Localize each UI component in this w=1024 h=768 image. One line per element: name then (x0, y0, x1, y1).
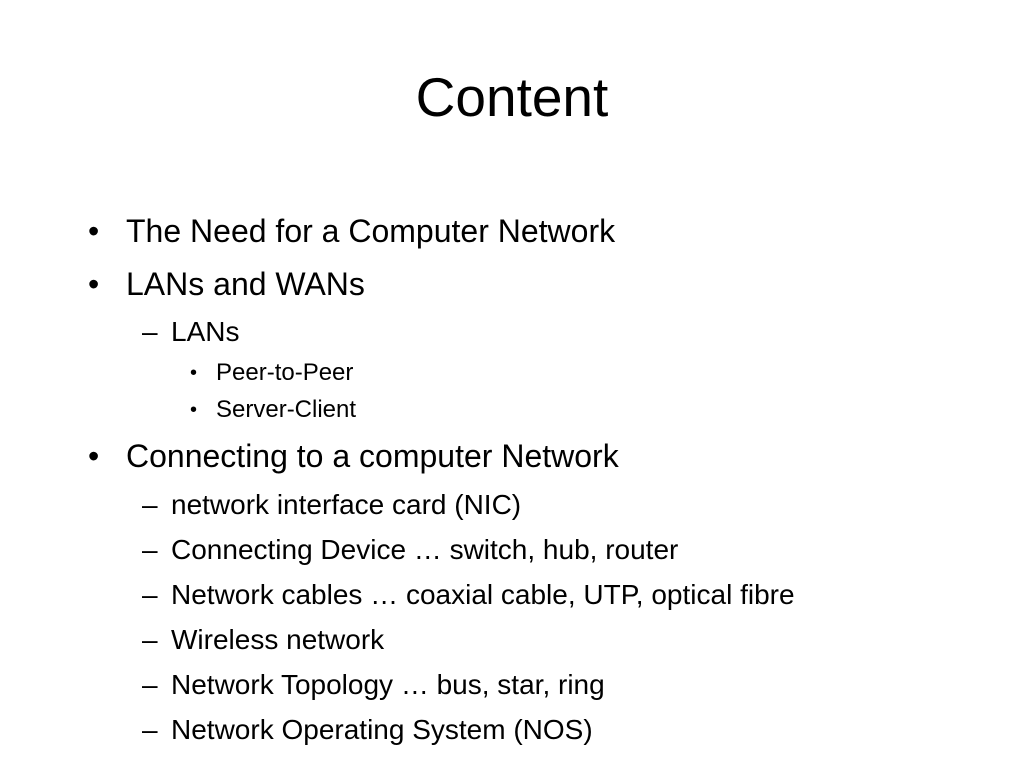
sub-sub-bullet-text: Server-Client (216, 396, 357, 423)
sub-bullet-text: LANs (171, 316, 240, 347)
bullet-marker: • (88, 266, 100, 302)
dash-marker: – (142, 489, 158, 520)
bullet-marker: • (190, 362, 198, 384)
sub-bullet-text: Wireless network (171, 624, 385, 655)
dash-marker: – (142, 534, 158, 565)
dash-marker: – (142, 669, 158, 700)
sub-sub-bullet-text: Peer-to-Peer (216, 359, 354, 386)
dash-marker: – (142, 579, 158, 610)
bullet-text: Connecting to a computer Network (126, 438, 619, 474)
bullet-text: The Need for a Computer Network (126, 213, 616, 249)
dash-marker: – (142, 316, 158, 347)
bullet-marker: • (190, 399, 198, 421)
sub-bullet-text: Connecting Device … switch, hub, router (171, 534, 679, 565)
sub-bullet-text: network interface card (NIC) (171, 489, 522, 520)
sub-bullet-text: Network Topology … bus, star, ring (171, 669, 605, 700)
bullet-marker: • (88, 438, 100, 474)
bullet-text: LANs and WANs (126, 266, 365, 302)
dash-marker: – (142, 624, 158, 655)
sub-bullet-text: Network Operating System (NOS) (171, 714, 593, 745)
slide-title: Content (415, 66, 609, 128)
bullet-marker: • (88, 213, 100, 249)
dash-marker: – (142, 714, 158, 745)
sub-bullet-text: Network cables … coaxial cable, UTP, opt… (171, 579, 795, 610)
